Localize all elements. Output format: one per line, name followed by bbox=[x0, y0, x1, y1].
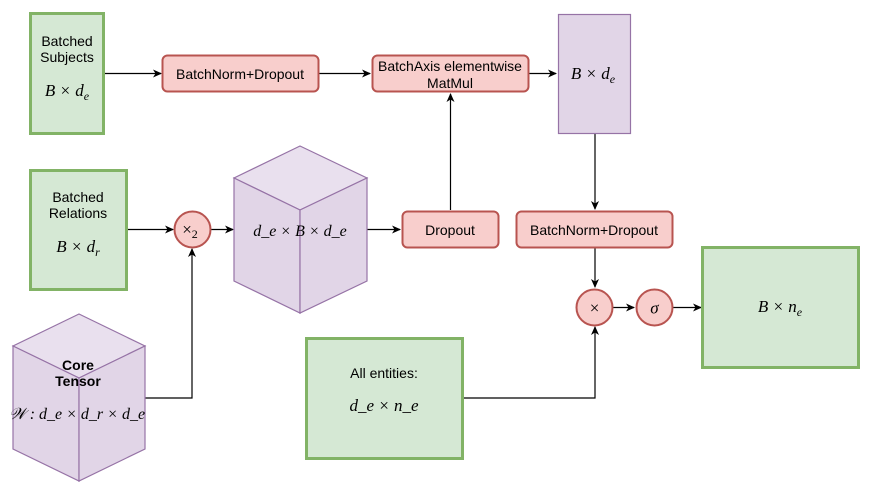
core-tensor-label-2: Tensor bbox=[55, 373, 101, 389]
multiply-node: × bbox=[575, 288, 614, 327]
mode2-product-node: ×2 bbox=[173, 210, 212, 249]
batched-subjects-label-2: Subjects bbox=[40, 49, 94, 65]
batchaxis-matmul-label-1: BatchAxis elementwise bbox=[378, 58, 522, 74]
multiply-symbol: × bbox=[590, 299, 600, 318]
batchnorm-dropout-top-label: BatchNorm+Dropout bbox=[176, 66, 304, 82]
sigmoid-symbol: σ bbox=[650, 299, 659, 318]
edges bbox=[104, 69, 702, 399]
all-entities-node: All entities: d_e × n_e bbox=[305, 337, 464, 460]
batched-relations-label-1: Batched bbox=[52, 189, 103, 205]
output-math: B × ne bbox=[758, 297, 803, 319]
batched-relations-node: Batched Relations B × dr bbox=[29, 169, 128, 291]
output-node: B × ne bbox=[701, 246, 860, 369]
edge-core-to-mode2 bbox=[145, 248, 196, 399]
batched-relations-math: B × dr bbox=[56, 237, 100, 259]
result-top-math: B × de bbox=[571, 64, 616, 86]
dropout-label: Dropout bbox=[425, 222, 475, 238]
core-tensor-math: 𝒲 : d_e × d_r × d_e bbox=[9, 406, 145, 423]
all-entities-math: d_e × n_e bbox=[349, 396, 419, 415]
intermediate-cube-node: d_e × B × d_e bbox=[232, 145, 369, 314]
result-top-node: B × de bbox=[557, 13, 632, 135]
sigmoid-node: σ bbox=[635, 288, 674, 327]
batchnorm-dropout-mid-label: BatchNorm+Dropout bbox=[530, 222, 658, 238]
batched-subjects-label-1: Batched bbox=[41, 33, 92, 49]
batchnorm-dropout-top-node: BatchNorm+Dropout bbox=[161, 54, 320, 93]
mode2-product-symbol: ×2 bbox=[182, 220, 198, 241]
edge-entities-to-multiply bbox=[463, 326, 599, 399]
batched-relations-label-2: Relations bbox=[49, 205, 107, 221]
all-entities-label: All entities: bbox=[350, 365, 418, 381]
batchaxis-matmul-label-2: MatMul bbox=[427, 75, 473, 91]
batched-subjects-node: Batched Subjects B × de bbox=[29, 12, 105, 135]
dropout-node: Dropout bbox=[401, 210, 500, 249]
core-tensor-label-1: Core bbox=[62, 357, 94, 373]
intermediate-cube-math: d_e × B × d_e bbox=[253, 223, 347, 240]
core-tensor-node: Core Tensor 𝒲 : d_e × d_r × d_e bbox=[9, 313, 147, 482]
batchaxis-matmul-node: BatchAxis elementwise MatMul bbox=[371, 54, 530, 93]
batchnorm-dropout-mid-node: BatchNorm+Dropout bbox=[515, 210, 674, 249]
batched-subjects-math: B × de bbox=[45, 81, 90, 103]
